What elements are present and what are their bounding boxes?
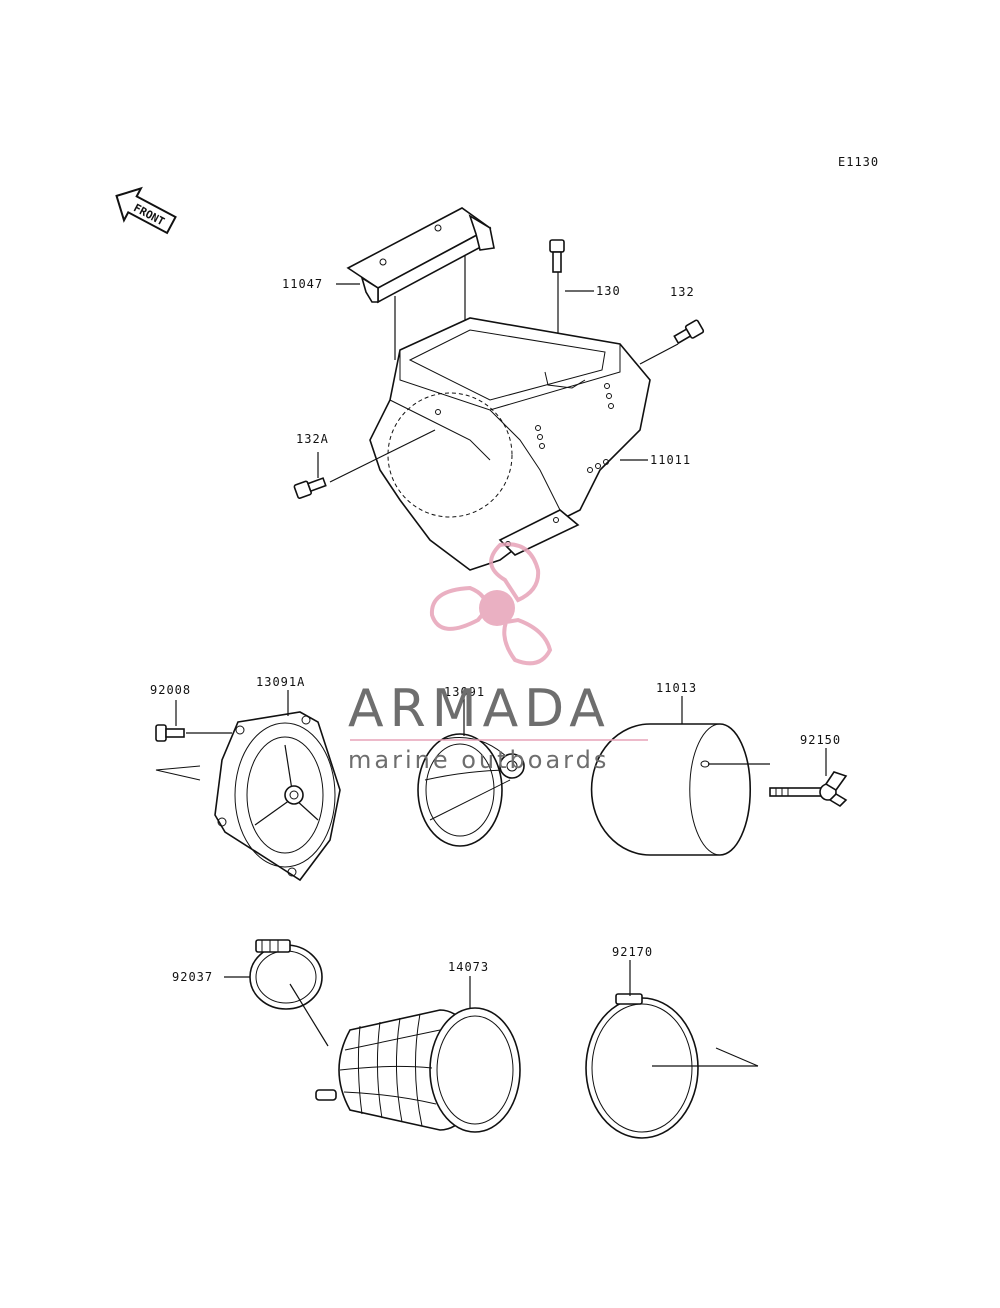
armada-watermark: ARMADA marine outboards — [348, 542, 648, 774]
filter-element — [590, 723, 751, 856]
bolt-130-icon — [549, 239, 565, 273]
flame-arrester-screen — [417, 733, 525, 847]
label-13091a: 13091A — [256, 675, 305, 689]
label-132: 132 — [670, 285, 695, 299]
label-132a: 132A — [296, 432, 329, 446]
label-11013: 11013 — [656, 681, 697, 695]
label-130: 130 — [596, 284, 621, 298]
front-arrow-icon: FRONT — [115, 186, 177, 235]
bolt-92008-icon — [155, 724, 185, 742]
label-13091: 13091 — [444, 685, 485, 699]
bolt-132a-icon — [293, 477, 327, 499]
propeller-logo-icon — [429, 542, 553, 666]
box-bracket — [346, 207, 495, 360]
label-11011: 11011 — [650, 453, 691, 467]
clamp-large — [585, 993, 699, 1139]
label-92037: 92037 — [172, 970, 213, 984]
label-92150: 92150 — [800, 733, 841, 747]
flame-arrester-plate — [214, 711, 341, 882]
watermark-tagline: marine outboards — [348, 746, 609, 774]
label-14073: 14073 — [448, 960, 489, 974]
clamp-small — [249, 939, 323, 1010]
label-11047: 11047 — [282, 277, 323, 291]
air-box — [369, 317, 651, 571]
watermark-brand: ARMADA — [348, 679, 611, 739]
bolt-132-icon — [673, 319, 705, 345]
label-92008: 92008 — [150, 683, 191, 697]
diagram-code: E1130 — [838, 155, 879, 169]
intake-duct — [315, 1007, 521, 1133]
wing-bolt-icon — [769, 771, 848, 808]
label-92170: 92170 — [612, 945, 653, 959]
